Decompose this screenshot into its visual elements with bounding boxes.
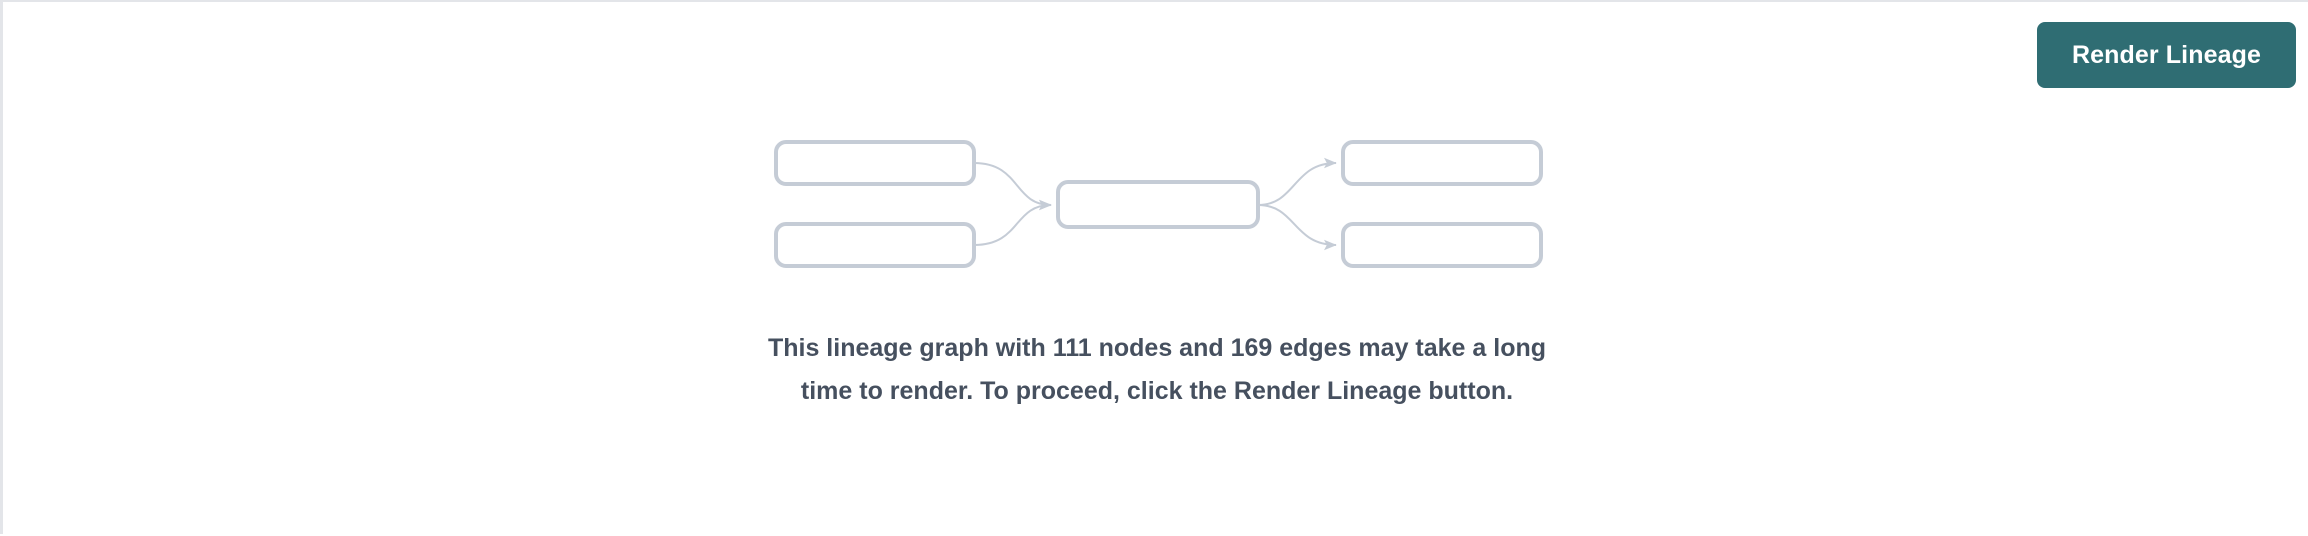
lineage-node-group	[774, 140, 1543, 268]
lineage-node	[1341, 140, 1543, 186]
lineage-node	[774, 222, 976, 268]
lineage-node	[1056, 180, 1260, 229]
lineage-graph-placeholder-icon	[763, 127, 1563, 287]
lineage-warning-message: This lineage graph with 111 nodes and 16…	[767, 334, 1547, 405]
lineage-placeholder-svg	[774, 140, 1543, 268]
lineage-toolbar: Render Lineage	[3, 2, 2308, 107]
lineage-node	[1341, 222, 1543, 268]
lineage-edge	[973, 162, 1052, 211]
lineage-edge	[1257, 157, 1337, 206]
render-lineage-button[interactable]: Render Lineage	[2037, 22, 2296, 88]
lineage-node	[774, 140, 976, 186]
lineage-edge	[973, 199, 1052, 246]
lineage-edge-group	[973, 157, 1337, 251]
lineage-edge	[1257, 204, 1337, 251]
